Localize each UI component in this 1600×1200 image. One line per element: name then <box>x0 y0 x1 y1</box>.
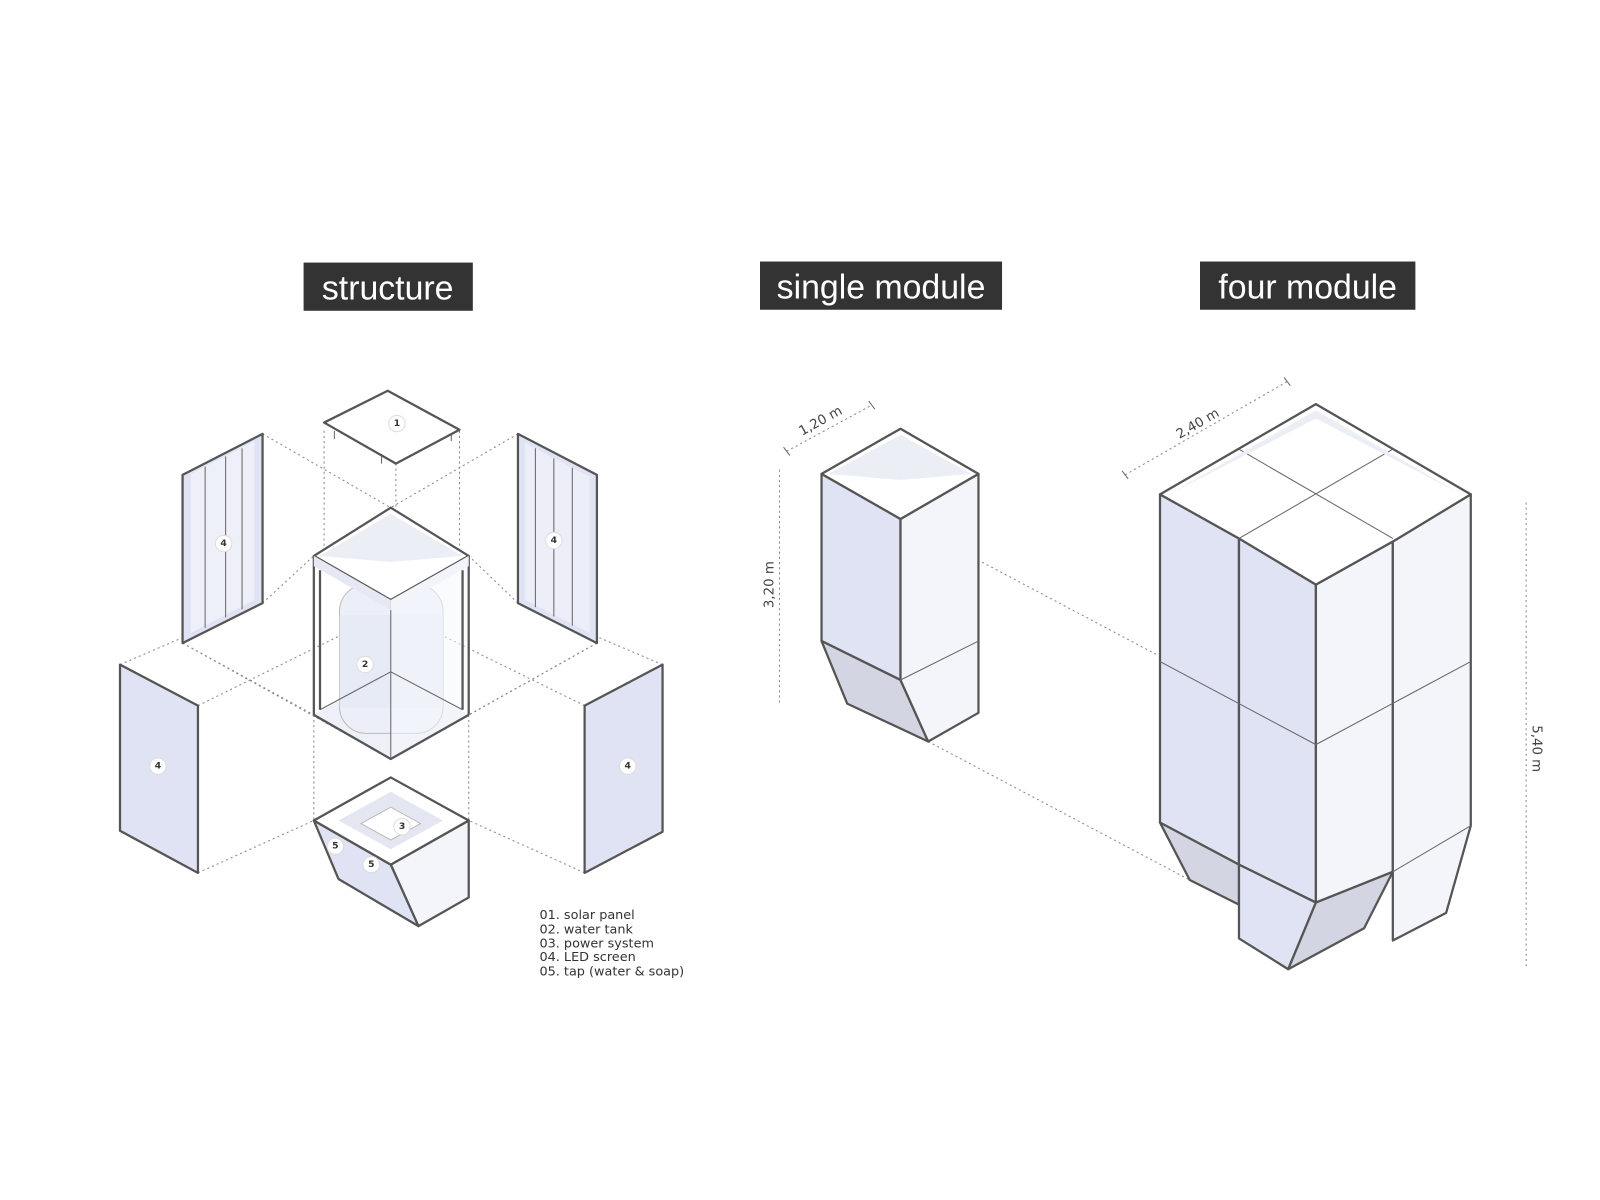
part-label-1: 1 <box>394 418 400 429</box>
single-to-four-guides <box>900 518 1190 881</box>
title-single-module-text: single module <box>777 268 986 306</box>
led-panel-upper-left: 4 <box>181 432 264 645</box>
base-power-system-tap: 3 5 5 <box>312 776 470 928</box>
part-label-3: 3 <box>399 821 405 832</box>
legend: 01. solar panel 02. water tank 03. power… <box>539 908 684 979</box>
four-height-label: 5,40 m <box>1528 725 1543 772</box>
four-module <box>1158 402 1472 971</box>
part-label-4: 4 <box>551 535 557 546</box>
title-structure-text: structure <box>322 269 454 307</box>
part-label-2: 2 <box>362 659 368 670</box>
single-height-label: 3,20 m <box>762 561 777 608</box>
title-four-module: four module <box>1200 261 1416 310</box>
part-label-4: 4 <box>220 538 226 549</box>
structure-guides <box>119 430 663 874</box>
legend-item: 03. power system <box>539 937 653 952</box>
legend-item: 01. solar panel <box>539 908 634 923</box>
legend-item: 02. water tank <box>539 922 633 937</box>
led-panel-lower-right: 4 <box>583 663 664 874</box>
frame-with-water-tank: 2 <box>312 506 470 761</box>
four-width-label: 2,40 m <box>1174 406 1222 442</box>
title-four-module-text: four module <box>1218 268 1397 306</box>
solar-panel: 1 <box>322 389 461 465</box>
led-panel-lower-left: 4 <box>118 663 200 874</box>
part-label-4: 4 <box>155 761 161 772</box>
part-label-5: 5 <box>332 841 338 852</box>
title-structure: structure <box>303 262 473 311</box>
single-width-label: 1,20 m <box>797 404 845 440</box>
single-module <box>820 427 980 743</box>
title-single-module: single module <box>760 261 1003 310</box>
part-label-4: 4 <box>624 761 630 772</box>
legend-item: 04. LED screen <box>539 950 635 965</box>
led-panel-upper-right: 4 <box>516 432 599 645</box>
part-label-5: 5 <box>368 859 374 870</box>
legend-item: 05. tap (water & soap) <box>539 964 684 979</box>
